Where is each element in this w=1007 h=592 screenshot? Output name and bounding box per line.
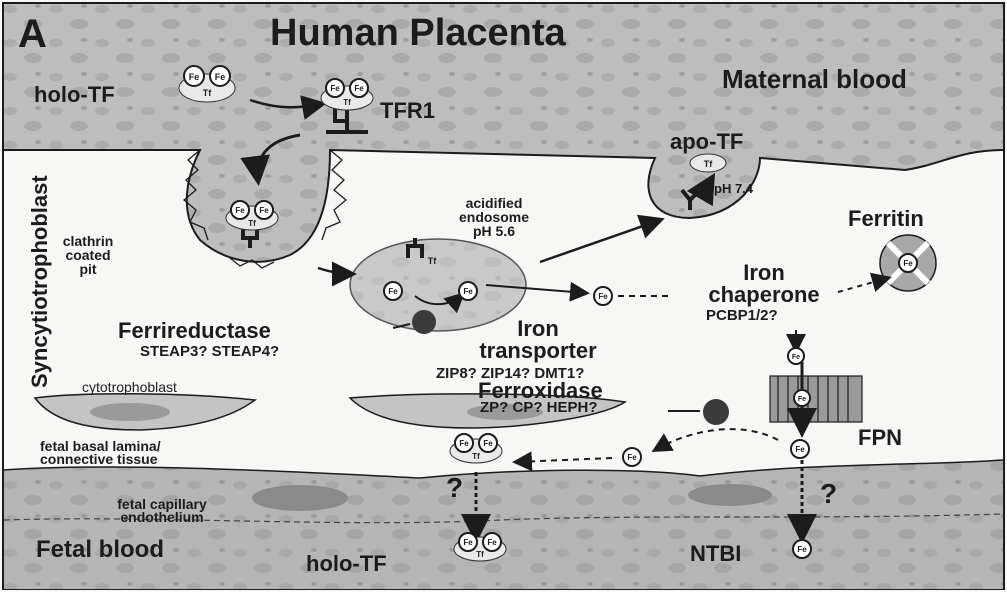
fetal-capillary-label: fetal capillary endothelium — [72, 498, 252, 524]
tf-label: Tf — [248, 219, 256, 228]
fe-label: Fe — [487, 538, 497, 547]
tf-label: Tf — [203, 88, 212, 98]
fpn-label: FPN — [858, 427, 902, 449]
cytotrophoblast-label: cytotrophoblast — [82, 380, 177, 394]
syncytiotrophoblast-label: Syncytiotrophoblast — [29, 188, 51, 388]
ferritin-label: Ferritin — [848, 208, 924, 230]
iron-chaperone-line-2: chaperone — [664, 284, 864, 306]
cytosolic-iron: Fe — [594, 287, 612, 305]
holo-tf-top-label: holo-TF — [34, 84, 115, 106]
steap-label: STEAP3? STEAP4? — [140, 344, 279, 359]
fe-label: Fe — [797, 545, 807, 554]
fe-label: Fe — [235, 206, 245, 215]
ferrireductase-label: Ferrireductase — [118, 320, 271, 342]
arrow-to-endosome — [318, 268, 352, 274]
ph-74-label: pH 7.4 — [714, 182, 753, 195]
endosome-line-2: endosome — [430, 210, 558, 224]
fe-label: Fe — [189, 72, 200, 82]
fetal-blood-label: Fetal blood — [36, 538, 164, 562]
fe-label: Fe — [459, 439, 469, 448]
arrow-to-fetal-tf — [516, 458, 612, 462]
clathrin-line-1: clathrin — [44, 234, 132, 248]
fe-label: Fe — [795, 445, 805, 454]
page-title: Human Placenta — [270, 14, 566, 52]
ferroxidase-enzyme — [703, 399, 729, 425]
arrow-recycling — [540, 220, 660, 262]
tf-label: Tf — [472, 452, 480, 461]
tf-label: Tf — [476, 550, 484, 559]
endothelial-nucleus-1 — [252, 485, 348, 511]
exported-iron: Fe — [791, 440, 809, 458]
tf-label: Tf — [343, 98, 351, 107]
holo-tf-bottom-label: holo-TF — [306, 553, 387, 575]
endosome-apo-tf: Tf — [428, 256, 437, 266]
ntbi-label: NTBI — [690, 543, 741, 565]
fe-label: Fe — [330, 84, 340, 93]
chaperone-iron: Fe — [788, 348, 804, 364]
question-mark-tf: ? — [446, 474, 463, 502]
fe-label: Fe — [388, 287, 398, 296]
ferritin-iron: Fe — [899, 254, 917, 272]
iron-transporter-line-1: Iron — [468, 318, 608, 340]
tf-label: Tf — [704, 159, 713, 169]
ntbi-iron: Fe — [793, 540, 811, 558]
ferrireductase-enzyme — [412, 310, 436, 334]
arrow-oxidation — [655, 429, 778, 450]
apo-tf-label: apo-TF — [670, 131, 743, 153]
iron-transporter-line-2: transporter — [468, 340, 608, 362]
panel-letter: A — [18, 14, 47, 54]
tfr1-label: TFR1 — [380, 100, 435, 122]
fetal-capillary-line-2: endothelium — [72, 511, 252, 524]
endothelial-nucleus-2 — [688, 484, 772, 506]
fe-label: Fe — [798, 396, 806, 403]
fpn-transporter — [770, 376, 862, 422]
fe-label: Fe — [598, 292, 608, 301]
cytotrophoblast-nucleus-left — [90, 403, 170, 421]
fe-label: Fe — [483, 439, 493, 448]
endosome-line-1: acidified — [430, 196, 558, 210]
fetal-basal-lamina-line-2: connective tissue — [40, 453, 161, 466]
fetal-blood-holo-tf: Fe Fe Tf — [454, 533, 506, 561]
clathrin-line-3: pit — [44, 262, 132, 276]
apo-tf-molecule: Tf — [690, 154, 726, 172]
endosome-line-3: pH 5.6 — [430, 224, 558, 238]
iron-chaperone-label: Iron chaperone — [664, 262, 864, 306]
fpn-iron: Fe — [794, 390, 810, 406]
clathrin-line-2: coated — [44, 248, 132, 262]
fe-label: Fe — [259, 206, 269, 215]
clathrin-coated-pit-label: clathrin coated pit — [44, 234, 132, 276]
oxidized-iron: Fe — [623, 448, 641, 466]
pcbp-label: PCBP1/2? — [706, 308, 778, 323]
endosome-label: acidified endosome pH 5.6 — [430, 196, 558, 238]
fe-label: Fe — [903, 259, 913, 268]
fe-label: Fe — [354, 84, 364, 93]
iron-transporter-label: Iron transporter — [468, 318, 608, 362]
question-mark-ntbi: ? — [820, 480, 837, 508]
maternal-blood-label: Maternal blood — [722, 66, 907, 92]
tf-label: Tf — [428, 256, 437, 266]
fe-label: Fe — [463, 287, 473, 296]
fe-label: Fe — [792, 354, 800, 361]
fetal-side-holo-tf: Fe Fe Tf — [450, 434, 502, 463]
fe-label: Fe — [215, 72, 226, 82]
fetal-basal-lamina-label: fetal basal lamina/ connective tissue — [40, 440, 161, 466]
fe-label: Fe — [627, 453, 637, 462]
iron-chaperone-line-1: Iron — [664, 262, 864, 284]
fe-label: Fe — [463, 538, 473, 547]
zp-label: ZP? CP? HEPH? — [480, 400, 598, 415]
